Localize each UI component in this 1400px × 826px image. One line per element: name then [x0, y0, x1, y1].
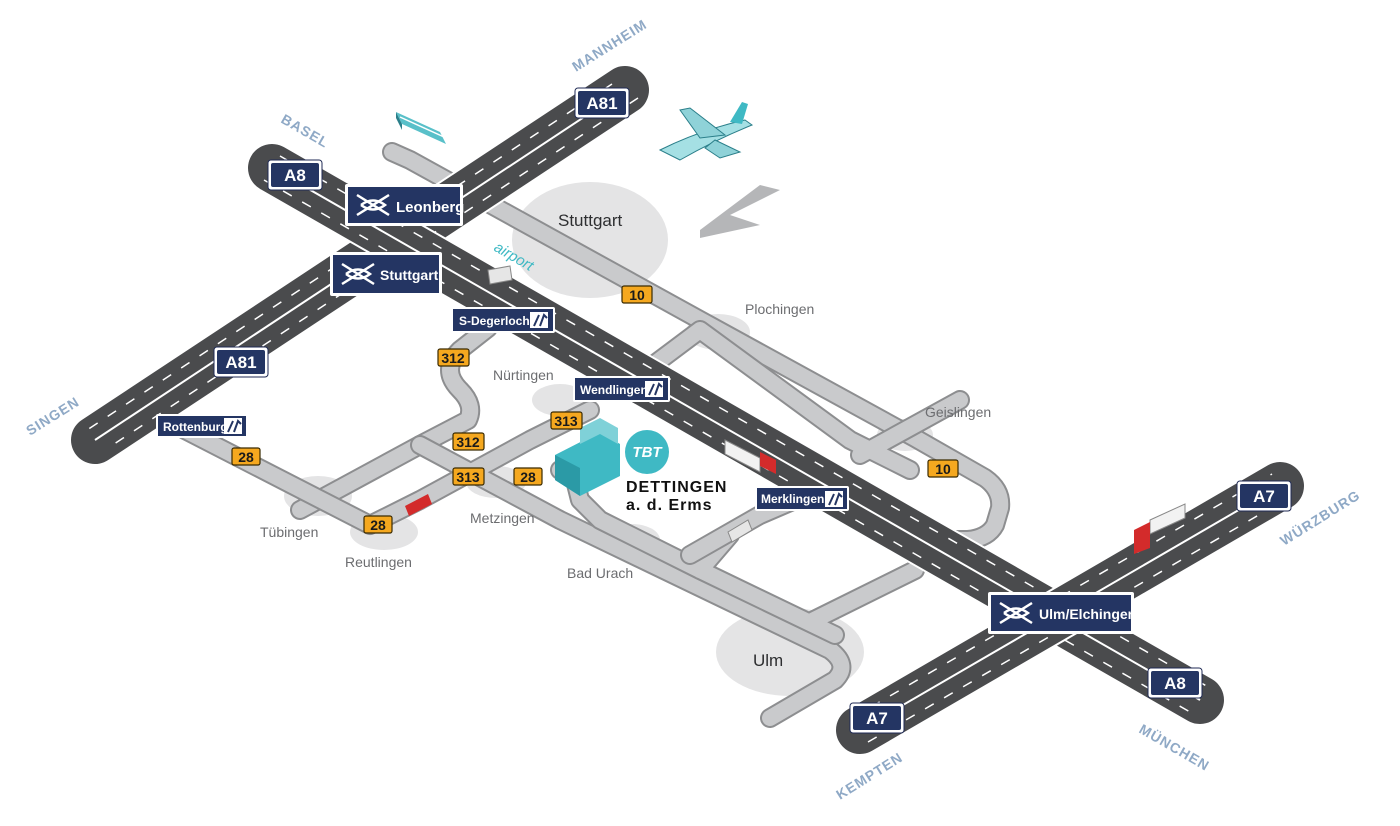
svg-text:A8: A8 — [1164, 674, 1186, 693]
svg-text:Wendlingen: Wendlingen — [580, 383, 648, 397]
route-10-right: 10 — [927, 459, 959, 478]
svg-text:A8: A8 — [284, 166, 306, 185]
a8-shield-bottom: A8 — [1147, 667, 1203, 699]
route-312: 312 — [437, 348, 470, 367]
exit-merklingen: Merklingen — [755, 486, 849, 511]
city-bad-urach: Bad Urach — [567, 565, 633, 581]
route-312-lower: 312 — [452, 432, 485, 451]
destination-marker: TBT DETTINGEN a. d. Erms — [625, 430, 727, 514]
direction-kempten: KEMPTEN — [833, 749, 905, 803]
interchange-icon — [341, 262, 375, 286]
svg-text:A81: A81 — [225, 353, 256, 372]
svg-text:Rottenburg: Rottenburg — [163, 420, 228, 434]
car-icon-3 — [727, 519, 753, 543]
interchange-icon — [999, 601, 1033, 625]
tbt-logo-text: TBT — [632, 444, 663, 461]
exit-arrow-icon — [533, 313, 548, 327]
svg-text:A81: A81 — [586, 94, 617, 113]
route-10-top: 10 — [621, 285, 653, 304]
a7-shield-right: A7 — [1236, 480, 1292, 512]
svg-text:Leonberg: Leonberg — [396, 199, 464, 216]
svg-text:28: 28 — [370, 517, 386, 533]
junction-stuttgart: Stuttgart — [330, 252, 442, 296]
direction-muenchen: MÜNCHEN — [1137, 721, 1213, 774]
svg-text:10: 10 — [629, 287, 645, 303]
building-icon — [555, 418, 620, 496]
svg-text:28: 28 — [520, 469, 536, 485]
car-icon-2 — [405, 494, 432, 516]
svg-text:Stuttgart: Stuttgart — [380, 267, 439, 283]
city-reutlingen: Reutlingen — [345, 554, 412, 570]
city-geislingen: Geislingen — [925, 404, 991, 420]
interchange-icon — [356, 193, 390, 217]
a81-shield-left: A81 — [213, 346, 269, 378]
tbt-logo — [625, 430, 669, 474]
truck-icon — [724, 439, 776, 474]
svg-text:312: 312 — [456, 434, 480, 450]
junction-ulm-elchingen: Ulm/Elchingen — [988, 592, 1136, 634]
secondary-roads — [175, 142, 1011, 728]
city-stuttgart: Stuttgart — [558, 211, 623, 230]
svg-text:10: 10 — [935, 461, 951, 477]
car-icon — [487, 265, 513, 285]
exit-arrow-icon — [227, 419, 242, 433]
junction-leonberg: Leonberg — [345, 184, 464, 226]
a7-shield-bottom: A7 — [849, 702, 905, 734]
highway-shields: A81 A8 A81 A7 A8 A7 — [213, 87, 1292, 734]
exit-s-degerloch: S-Degerloch — [451, 307, 555, 333]
city-labels: Stuttgart Plochingen Nürtingen Geislinge… — [260, 211, 991, 670]
junction-signs: Leonberg Stuttgart Ulm/Elchingen — [330, 184, 1136, 634]
exit-arrow-icon — [648, 382, 663, 396]
city-metzingen: Metzingen — [470, 510, 535, 526]
svg-text:A7: A7 — [1253, 487, 1275, 506]
svg-text:A7: A7 — [866, 709, 888, 728]
route-313-upper: 313 — [550, 411, 583, 430]
destination-subtitle: a. d. Erms — [626, 497, 712, 514]
route-28-left: 28 — [231, 447, 261, 466]
route-28-mid: 28 — [363, 515, 393, 534]
route-28-center: 28 — [513, 467, 543, 486]
exit-wendlingen: Wendlingen — [573, 376, 670, 402]
stuttgart-area — [512, 182, 668, 298]
direction-basel: BASEL — [279, 111, 332, 151]
city-plochingen: Plochingen — [745, 301, 814, 317]
exit-arrow-icon — [828, 492, 843, 506]
svg-text:Merklingen: Merklingen — [761, 492, 824, 506]
svg-text:313: 313 — [456, 469, 480, 485]
route-313-lower: 313 — [452, 467, 485, 486]
svg-text:313: 313 — [554, 413, 578, 429]
city-tuebingen: Tübingen — [260, 524, 318, 540]
truck-icon-2 — [1134, 503, 1186, 554]
exit-signs: S-Degerloch Wendlingen Rottenburg Merkli… — [156, 307, 849, 511]
svg-text:Ulm/Elchingen: Ulm/Elchingen — [1039, 606, 1136, 622]
svg-text:312: 312 — [441, 350, 465, 366]
city-ulm: Ulm — [753, 651, 783, 670]
airplane-icon — [658, 102, 780, 238]
a8-shield-top: A8 — [267, 159, 323, 191]
destination-title: DETTINGEN — [626, 479, 727, 496]
a81-shield-top: A81 — [574, 87, 630, 119]
svg-text:S-Degerloch: S-Degerloch — [459, 314, 530, 328]
exit-rottenburg: Rottenburg — [156, 414, 248, 438]
svg-text:28: 28 — [238, 449, 254, 465]
train-icon — [396, 112, 446, 144]
direction-mannheim: MANNHEIM — [569, 16, 650, 75]
vehicles — [405, 265, 1186, 554]
city-nuertingen: Nürtingen — [493, 367, 554, 383]
route-badges: 10 10 312 312 313 313 28 28 — [231, 285, 959, 534]
